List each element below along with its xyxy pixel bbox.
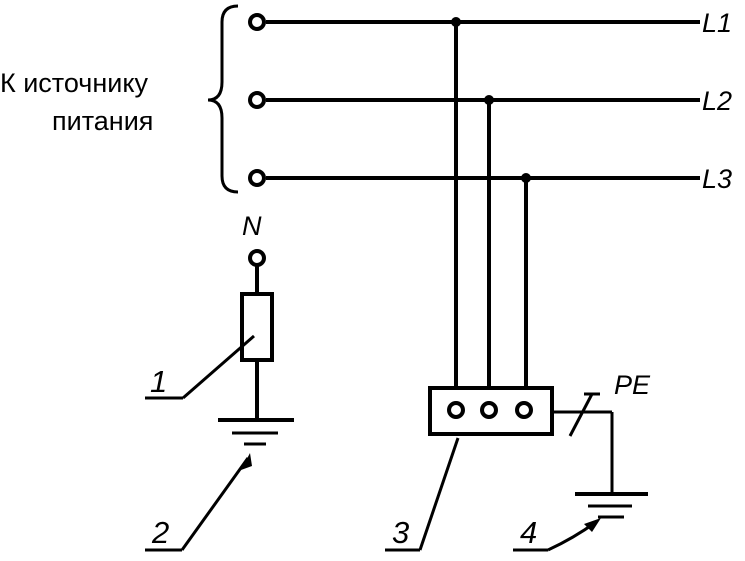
- callout-1-leader: [182, 334, 255, 400]
- junction-dot-l2: [484, 95, 494, 105]
- callout-3-leader: [418, 437, 460, 551]
- callout-2-leader: [180, 457, 250, 551]
- callout-2-arrowhead: [241, 453, 252, 470]
- label-l1: L1: [702, 8, 732, 38]
- load-terminal-2: [480, 401, 498, 419]
- callout-2-label: 2: [151, 515, 169, 550]
- terminal-l2: [248, 91, 266, 109]
- pe-tick-mark: [568, 393, 594, 437]
- source-brace: [207, 4, 239, 194]
- terminal-l3: [248, 169, 266, 187]
- neutral-resistor: [240, 292, 274, 362]
- callout-1-label: 1: [150, 364, 167, 399]
- terminal-neutral: [248, 249, 266, 267]
- junction-dot-l3: [521, 173, 531, 183]
- label-l3: L3: [702, 164, 732, 194]
- label-pe: PE: [614, 370, 651, 400]
- load-terminal-3: [515, 401, 533, 419]
- junction-dot-l1: [451, 17, 461, 27]
- load-terminal-1: [447, 401, 465, 419]
- callout-3-label: 3: [392, 515, 409, 550]
- source-label-line2: питания: [52, 106, 153, 136]
- label-l2: L2: [702, 86, 732, 116]
- source-label-line1: К источнику: [0, 68, 148, 98]
- callout-4-label: 4: [520, 515, 537, 550]
- callout-4-arrowhead: [584, 518, 601, 532]
- label-neutral: N: [242, 211, 262, 241]
- terminal-l1: [248, 13, 266, 31]
